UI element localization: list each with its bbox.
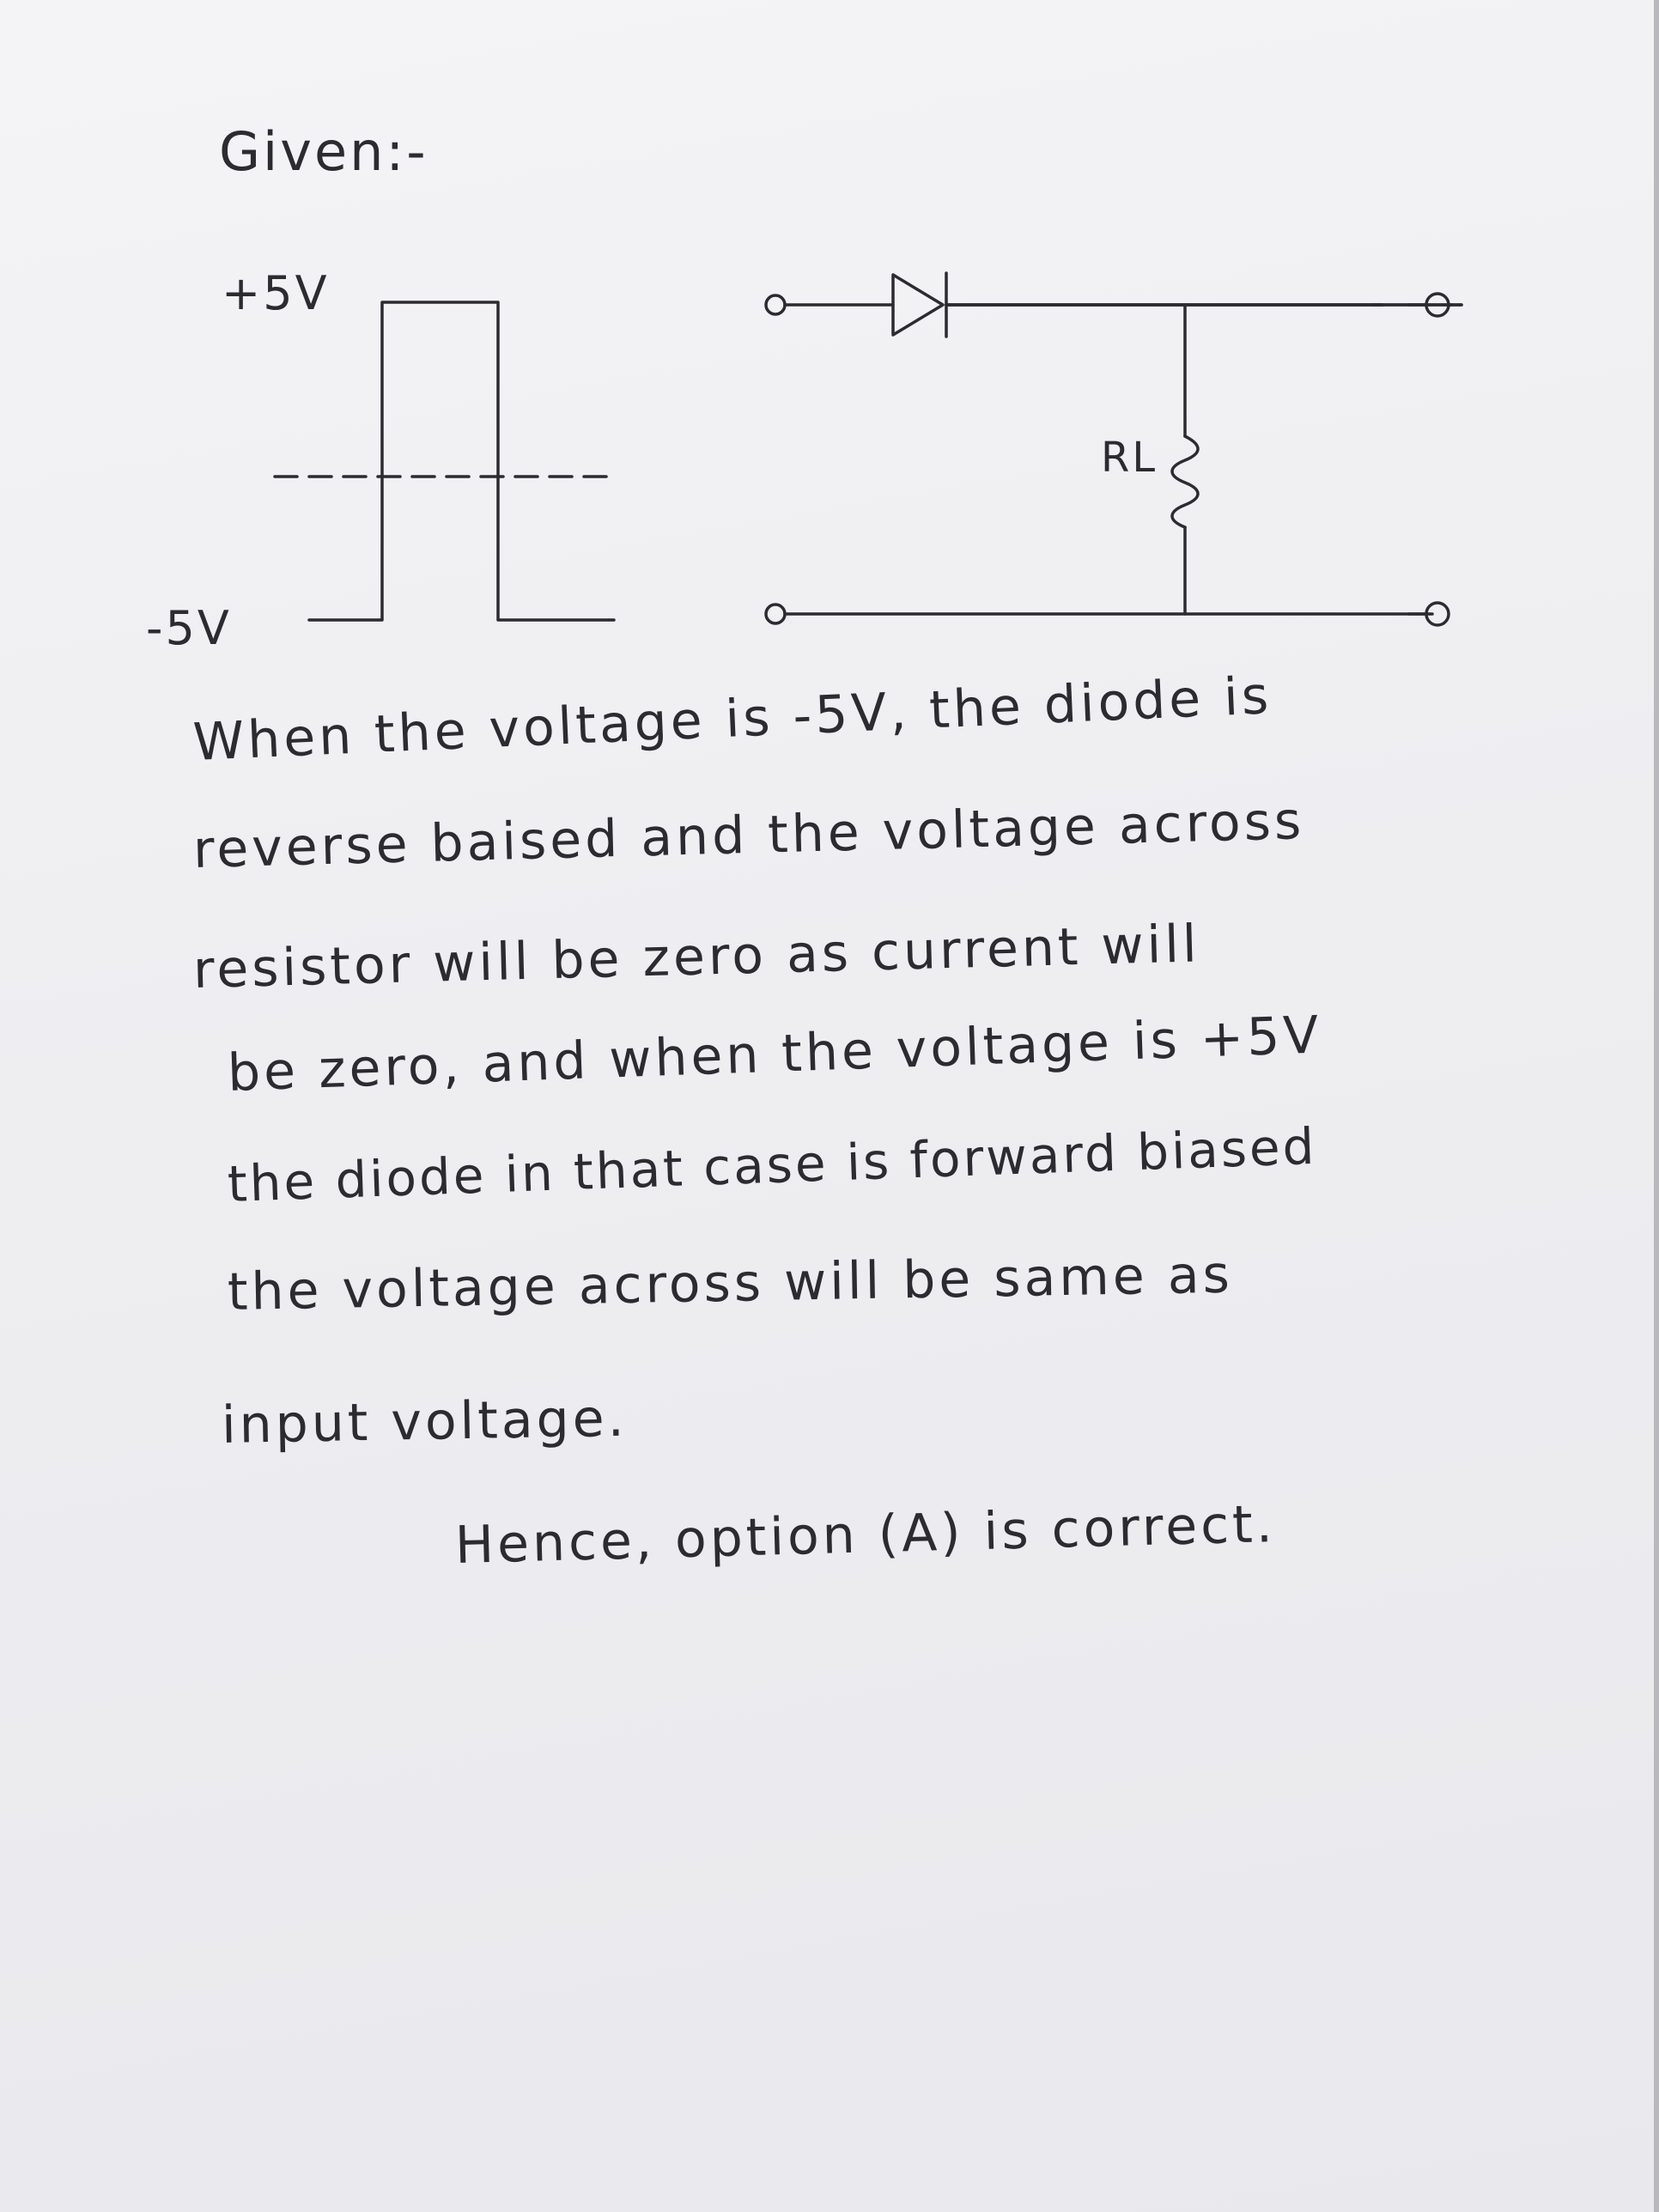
explanation-line-5: the diode in that case is forward biased: [226, 1116, 1318, 1213]
explanation-line-7: input voltage.: [221, 1388, 629, 1455]
circuit-diagram: [273, 271, 1463, 625]
resistor-label: RL: [1101, 434, 1158, 482]
output-terminal-bottom-icon: [1408, 601, 1450, 627]
output-terminal-top-icon: [1408, 292, 1450, 318]
conclusion-line: Hence, option (A) is correct.: [454, 1493, 1277, 1576]
low-voltage-label: -5V: [146, 601, 232, 655]
input-terminal-top: [764, 294, 787, 316]
high-voltage-label: +5V: [222, 266, 330, 320]
given-heading: Given:-: [219, 120, 428, 183]
diode-icon: [891, 273, 945, 337]
input-terminal-bottom: [764, 603, 787, 625]
page-edge: [1654, 0, 1659, 2212]
explanation-line-2: reverse baised and the voltage across: [192, 791, 1306, 880]
resistor-icon: [1170, 434, 1200, 529]
explanation-line-6: the voltage across will be same as: [227, 1244, 1234, 1322]
explanation-line-4: be zero, and when the voltage is +5V: [226, 1005, 1323, 1103]
square-pulse-waveform: [273, 301, 616, 622]
load-branch: [1170, 303, 1200, 616]
explanation-line-3: resistor will be zero as current will: [192, 914, 1201, 1000]
pulse-outline: [307, 301, 616, 622]
top-rail: [764, 271, 1463, 338]
bottom-rail: [764, 603, 1434, 625]
